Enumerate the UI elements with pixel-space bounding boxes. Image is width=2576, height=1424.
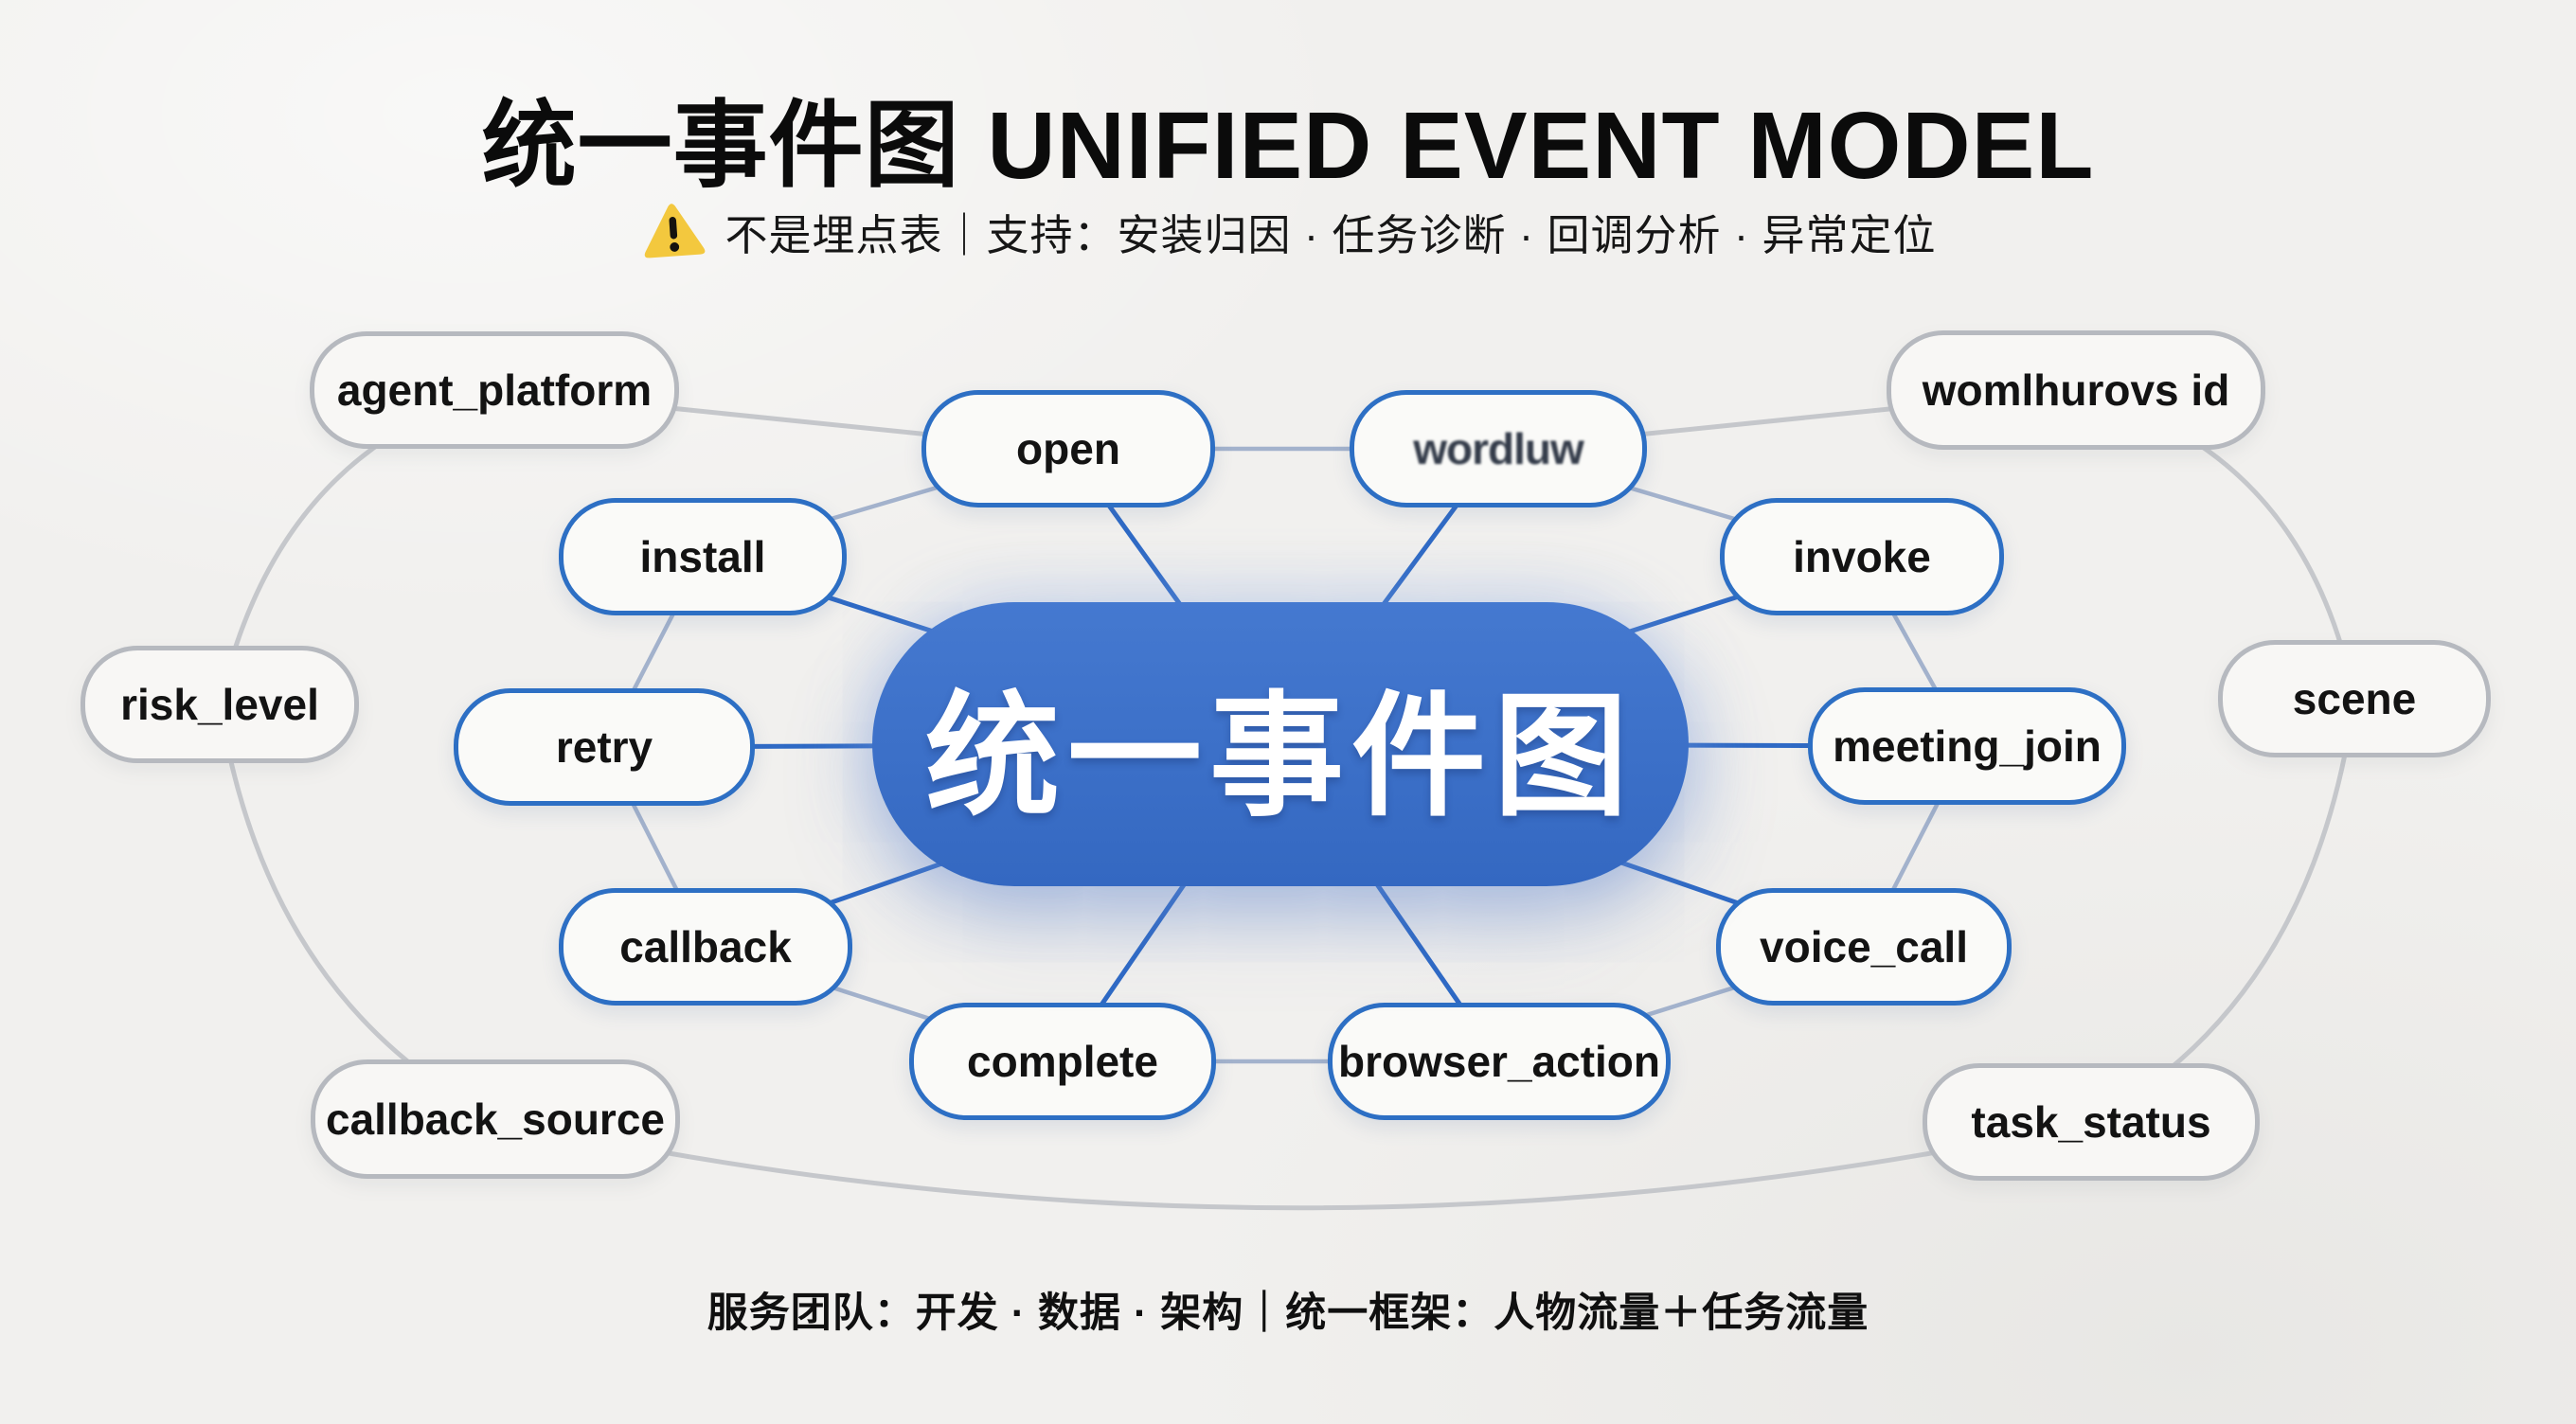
node-risk-level: risk_level xyxy=(80,646,359,763)
subtitle-text: 不是埋点表｜支持：安装归因 · 任务诊断 · 回调分析 · 异常定位 xyxy=(724,211,1937,259)
node-label: wordluw xyxy=(1413,424,1584,473)
node-agent-platform: agent_platform xyxy=(310,331,679,449)
edge xyxy=(217,702,498,1122)
node-label: browser_action xyxy=(1338,1037,1660,1086)
node-voice-call: voice_call xyxy=(1716,888,2012,1006)
edge xyxy=(492,1116,2094,1211)
center-node: 统一事件图 xyxy=(872,602,1689,886)
node-label: callback_source xyxy=(325,1095,665,1144)
node-install: install xyxy=(559,498,847,615)
node-retry: retry xyxy=(454,688,755,806)
node-callback: callback xyxy=(559,888,852,1006)
node-label: womlhurovs id xyxy=(1922,365,2230,415)
node-label: callback xyxy=(619,922,792,971)
node-meeting-join: meeting_join xyxy=(1808,687,2126,805)
center-node-label: 统一事件图 xyxy=(925,682,1636,832)
node-callback-source: callback_source xyxy=(311,1059,680,1179)
subtitle: 不是埋点表｜支持：安装归因 · 任务诊断 · 回调分析 · 异常定位 xyxy=(0,201,2576,262)
node-label: complete xyxy=(967,1037,1158,1086)
footer-text: 服务团队：开发 · 数据 · 架构｜统一框架：人物流量＋任务流量 xyxy=(707,1290,1869,1336)
node-label: retry xyxy=(555,722,653,772)
node-label: invoke xyxy=(1793,532,1931,581)
node-label: risk_level xyxy=(120,680,319,729)
node-label: voice_call xyxy=(1760,922,1968,971)
node-label: meeting_join xyxy=(1833,721,2102,771)
node-label: task_status xyxy=(1971,1097,2211,1147)
node-label: open xyxy=(1016,424,1120,473)
node-invoke: invoke xyxy=(1720,498,2004,615)
node-label: scene xyxy=(2292,674,2417,723)
page-title: 统一事件图 UNIFIED EVENT MODEL xyxy=(481,93,2095,199)
node-womlhurovs-id: womlhurovs id xyxy=(1887,330,2265,450)
node-open: open xyxy=(921,390,1215,507)
node-label: agent_platform xyxy=(336,365,653,415)
node-label: install xyxy=(639,532,766,581)
node-complete: complete xyxy=(909,1003,1216,1120)
warning-icon xyxy=(644,203,705,258)
node-wordluw: wordluw xyxy=(1350,390,1647,507)
node-task-status: task_status xyxy=(1923,1063,2260,1181)
node-browser-action: browser_action xyxy=(1328,1003,1671,1120)
edge xyxy=(2088,696,2357,1125)
node-scene: scene xyxy=(2218,640,2491,757)
